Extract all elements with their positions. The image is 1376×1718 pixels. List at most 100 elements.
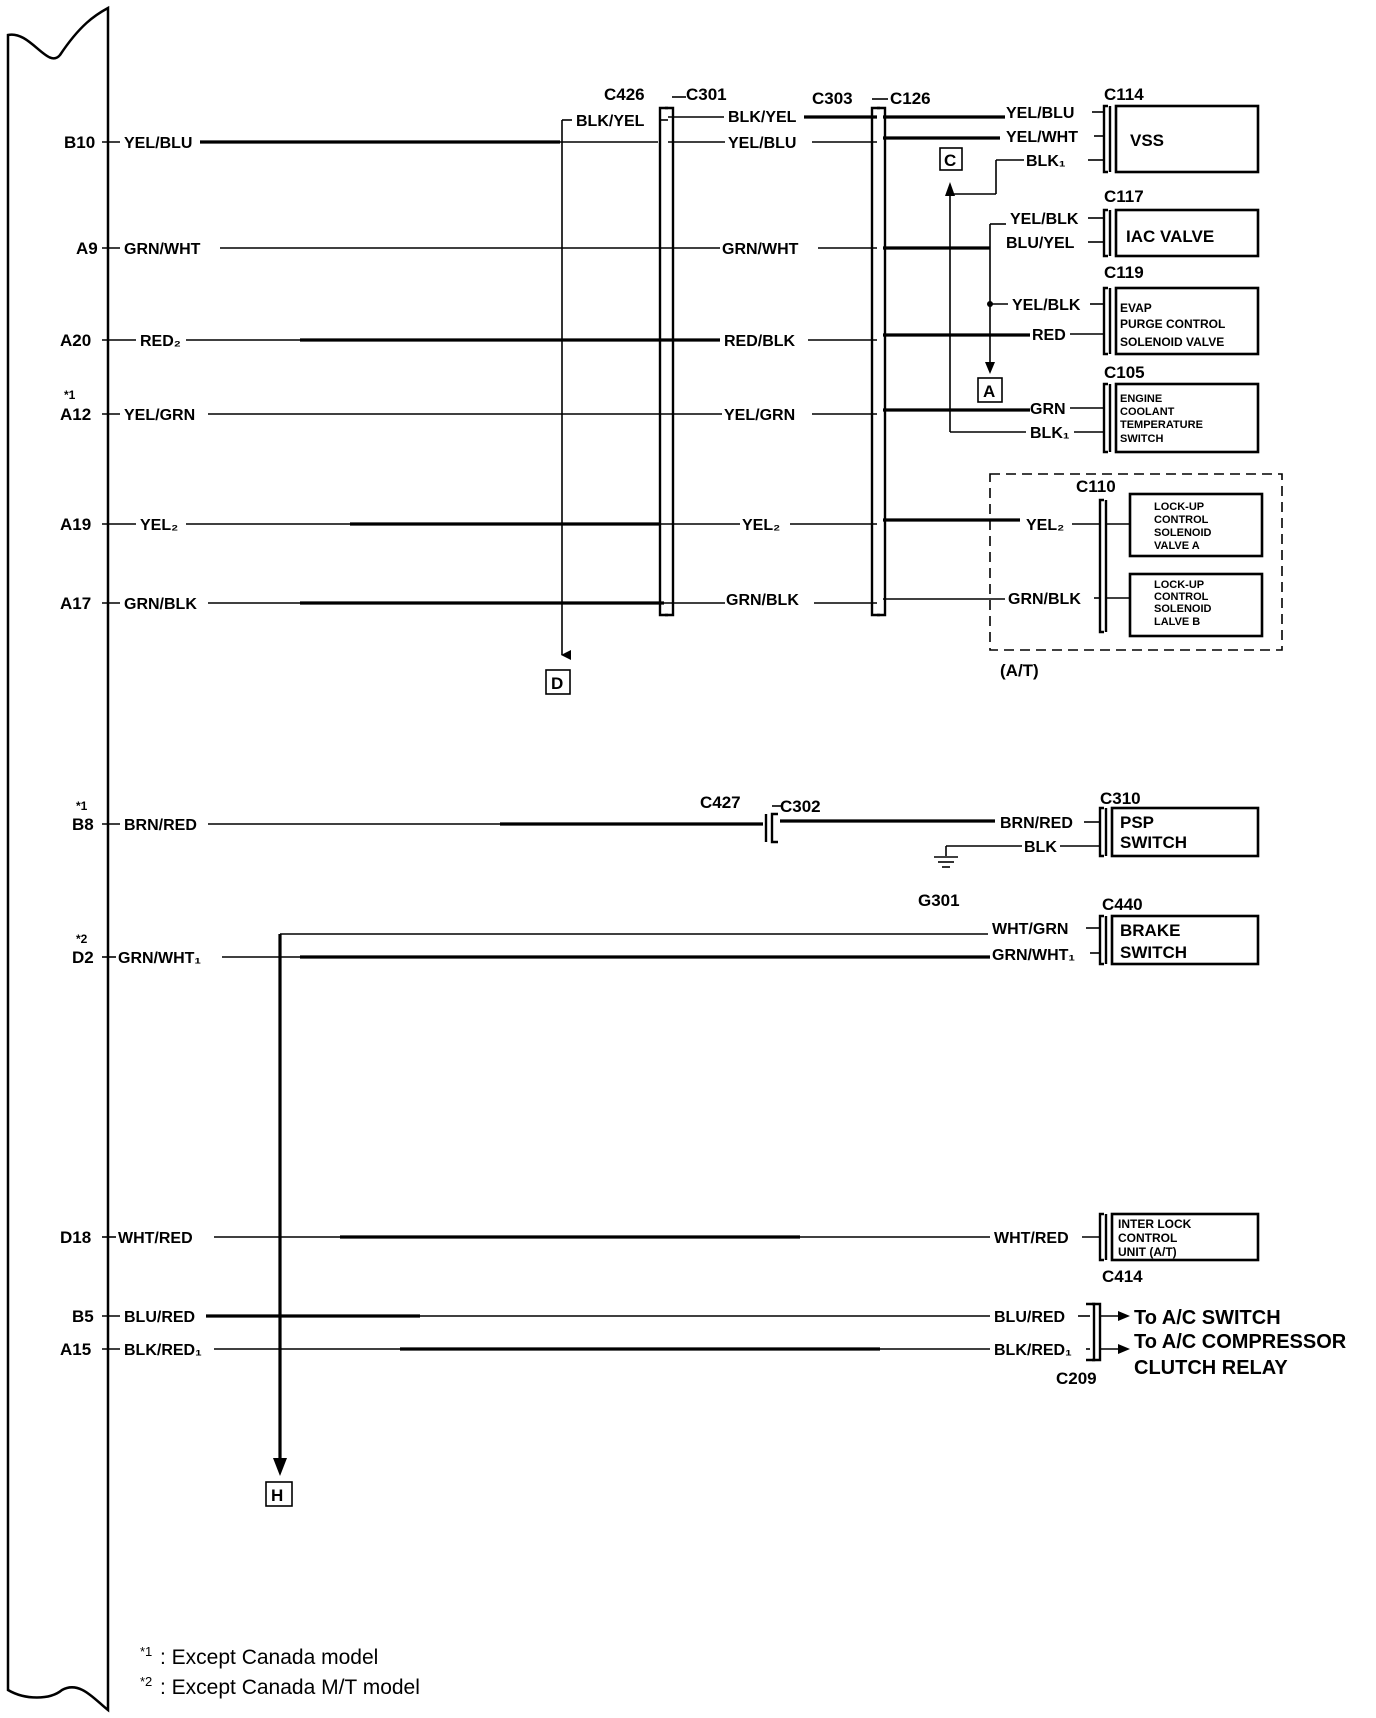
lockup-b-line-1: LOCK-UP [1154,579,1204,591]
lockup-b-line-2: CONTROL [1154,591,1209,603]
brake-line-1: BRAKE [1120,921,1180,940]
psp-wire-2: BLK [1024,839,1057,856]
at-label: (A/T) [1000,661,1039,680]
wire-label-a15: BLK/RED₁ [124,1342,202,1359]
ect-line-3: TEMPERATURE [1120,419,1203,431]
vss-wire-2: YEL/WHT [1006,129,1078,146]
pin-stubs [102,141,136,1350]
ect-line-1: ENGINE [1120,393,1162,405]
lockup-b-line-3: SOLENOID [1154,603,1212,615]
psp-line-2: SWITCH [1120,833,1187,852]
ect-wire-1: GRN [1030,401,1066,418]
brake-line-2: SWITCH [1120,943,1187,962]
iac-label: IAC VALVE [1126,227,1214,246]
connector-c105: C105 [1104,363,1145,382]
wire-label-b5: BLU/RED [124,1309,195,1326]
pin-d2: D2 [72,948,94,967]
evap-line-1: EVAP [1120,301,1152,315]
ect-wire-2: BLK₁ [1030,425,1070,442]
iac-wire-1: YEL/BLK [1010,211,1079,228]
connector-c119: C119 [1104,263,1144,282]
footnotes: *1 : Except Canada model *2 : Except Can… [140,1644,420,1699]
wire-label-d2: GRN/WHT₁ [118,950,201,967]
evap-line-2: PURGE CONTROL [1120,317,1225,331]
psp-line-1: PSP [1120,813,1154,832]
component-psp: C310 PSP SWITCH [1098,789,1260,858]
mid-label-yel-blu: YEL/BLU [728,135,796,152]
footnote-1-mark: *1 [140,1644,152,1659]
footnote-2-mark: *2 [140,1674,152,1689]
ect-line-4: SWITCH [1120,433,1163,445]
mid-wire-labels: BLK/YEL BLK/YEL YEL/BLU GRN/WHT RED/BLK … [576,109,799,609]
h-branch: H [265,933,988,1507]
ecm-body [6,5,110,1713]
ac-wire-1: BLU/RED [994,1309,1065,1326]
pin-a17: A17 [60,594,91,613]
dest-compressor-2: CLUTCH RELAY [1134,1357,1288,1379]
dest-ac-switch: To A/C SWITCH [1134,1307,1281,1329]
c-branch: C [939,147,1026,433]
pin-b8: B8 [72,815,94,834]
main-wires [186,136,1030,1351]
connector-c427: C427 [700,793,741,812]
ref-c: C [944,151,956,170]
interlock-wire: WHT/RED [994,1230,1069,1247]
wire-label-a17: GRN/BLK [124,596,197,613]
interlock-line-3: UNIT (A/T) [1118,1245,1177,1259]
evap-wire-1: YEL/BLK [1012,297,1081,314]
connector-c440: C440 [1102,895,1143,914]
component-interlock: INTER LOCK CONTROL UNIT (A/T) C414 [1098,1212,1260,1286]
ref-box-d [545,669,571,695]
vss-wire-3: BLK₁ [1026,153,1066,170]
ref-box-h [265,1481,293,1507]
connector-c209-group: C209 To A/C SWITCH To A/C COMPRESSOR CLU… [1056,1302,1347,1388]
vss-wire-1: YEL/BLU [1006,105,1074,122]
connector-c414: C414 [1102,1267,1143,1286]
ground-g301: G301 [918,845,1022,910]
pin-d18: D18 [60,1228,91,1247]
footnote-1-text: : Except Canada model [160,1646,378,1669]
ref-box-a [977,377,1003,403]
connector-c301-label: C301 [686,85,727,104]
connector-c303-label: C303 [812,89,853,108]
wire-label-a12: YEL/GRN [124,407,195,424]
connector-c117: C117 [1104,187,1144,206]
lockup-b-line-4: LALVE B [1154,616,1200,628]
lockup-a-wire: YEL₂ [1026,517,1064,534]
a-branch: A [977,223,1008,403]
connector-c426-label: C426 [604,85,645,104]
interlock-line-1: INTER LOCK [1118,1217,1192,1231]
mid-label-blk-yel-left: BLK/YEL [576,113,645,130]
wire-label-a20: RED₂ [140,333,181,350]
ref-h: H [271,1486,283,1505]
lockup-a-line-3: SOLENOID [1154,527,1212,539]
vss-label: VSS [1130,131,1164,150]
evap-wire-2: RED [1032,327,1066,344]
connector-c426-c301 [658,106,675,617]
pin-a12-note: *1 [64,388,76,402]
mid-label-yel2: YEL₂ [742,517,780,534]
connector-c114: C114 [1104,85,1144,104]
ref-a: A [983,382,995,401]
ac-wire-2: BLK/RED₁ [994,1342,1072,1359]
connector-c126-label: C126 [890,89,931,108]
pin-a9: A9 [76,239,98,258]
pin-b8-note: *1 [76,799,88,813]
ect-line-2: COOLANT [1120,406,1175,418]
brake-wire-2: GRN/WHT₁ [992,947,1075,964]
wire-label-a19: YEL₂ [140,517,178,534]
wire-label-a9: GRN/WHT [124,241,201,258]
left-wire-labels: YEL/BLU GRN/WHT RED₂ YEL/GRN YEL₂ GRN/BL… [118,135,202,1359]
mid-label-blk-yel: BLK/YEL [728,109,797,126]
connector-c302: C302 [780,797,821,816]
pin-b10: B10 [64,133,95,152]
mid-label-red-blk: RED/BLK [724,333,796,350]
connector-c303-c126 [870,106,887,617]
dest-compressor-1: To A/C COMPRESSOR [1134,1331,1347,1353]
psp-wire-1: BRN/RED [1000,815,1073,832]
pin-a12: A12 [60,405,91,424]
component-evap: C119 EVAP PURGE CONTROL SOLENOID VALVE [1102,263,1260,356]
mid-label-grn-blk: GRN/BLK [726,592,799,609]
interlock-line-2: CONTROL [1118,1231,1177,1245]
